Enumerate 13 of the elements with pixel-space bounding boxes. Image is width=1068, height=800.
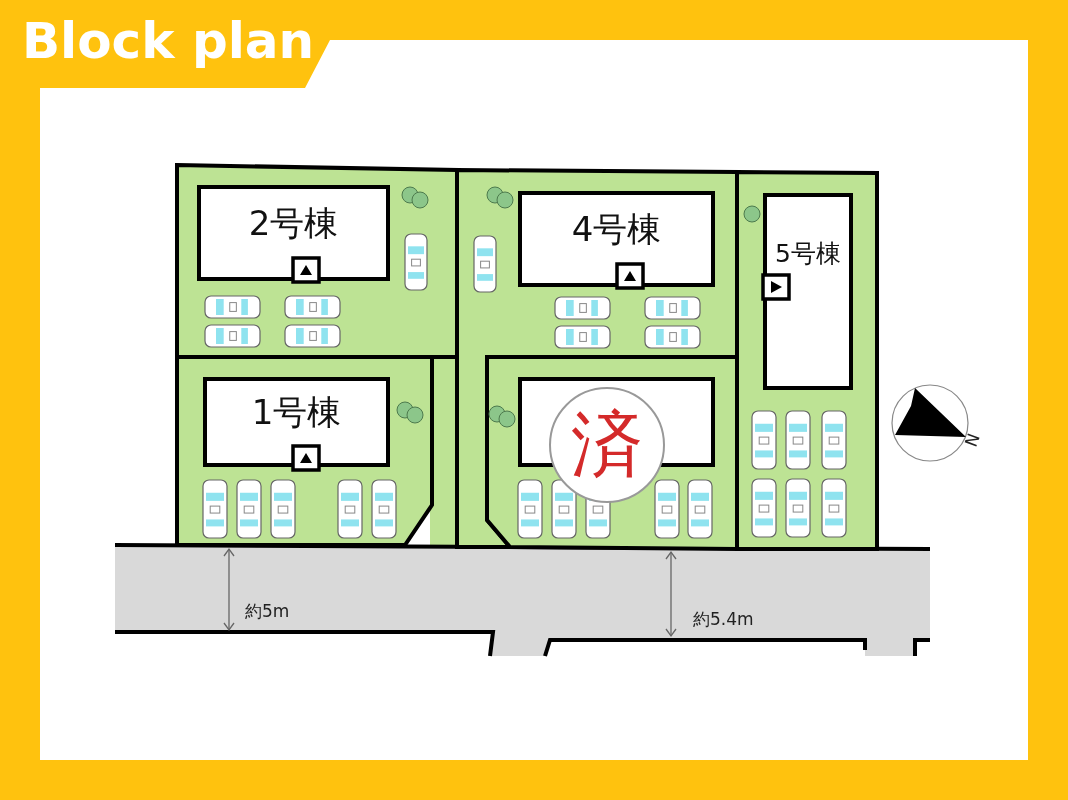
house-label: 2号棟 xyxy=(248,202,339,245)
stamp-text: 済 xyxy=(571,401,643,488)
house-box xyxy=(763,193,853,390)
house-box xyxy=(197,185,390,281)
house-box xyxy=(518,191,715,287)
house-label: 5号棟 xyxy=(775,238,841,270)
north-label: N xyxy=(960,430,984,450)
dimension-label: 約5.4m xyxy=(693,608,754,631)
house-box xyxy=(203,377,390,467)
house-label: 1号棟 xyxy=(251,391,342,434)
house-label: 4号棟 xyxy=(571,208,662,251)
title: Block plan xyxy=(22,12,315,70)
dimension-label: 約5m xyxy=(245,600,290,623)
